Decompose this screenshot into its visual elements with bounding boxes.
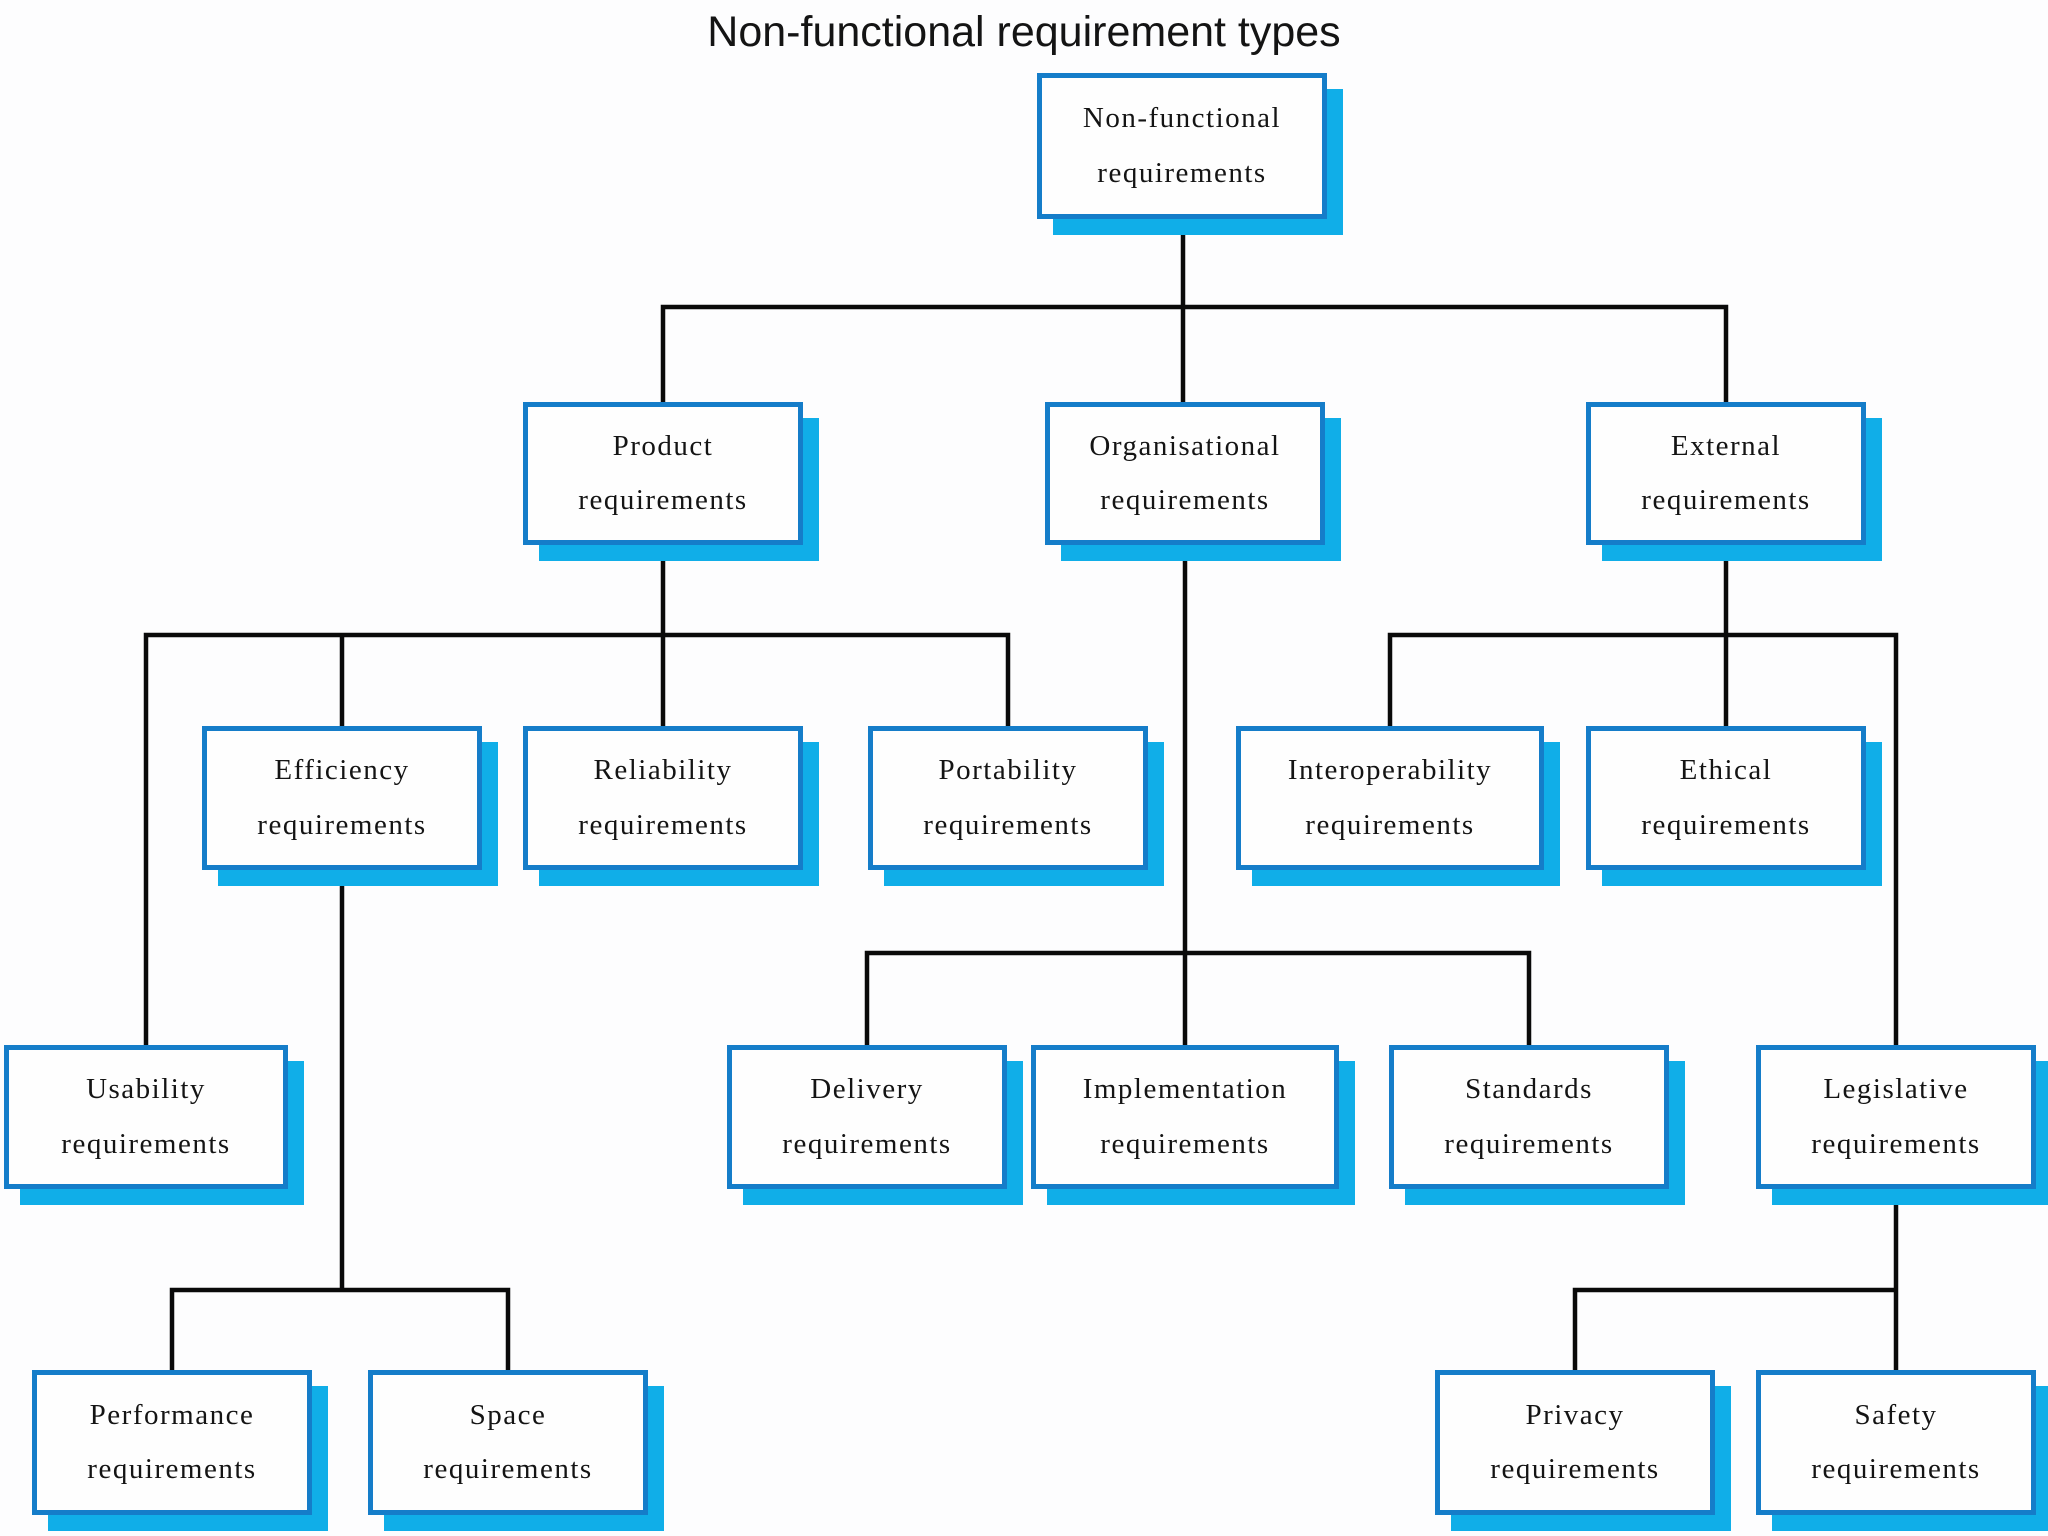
node-label: Usability [86, 1073, 206, 1106]
node-label: requirements [87, 1453, 257, 1486]
node-product-requirements: Product requirements [523, 402, 803, 545]
node-performance-requirements: Performance requirements [32, 1370, 312, 1515]
node-label: requirements [1100, 484, 1270, 516]
node-label: requirements [1305, 808, 1475, 841]
node-label: Reliability [593, 754, 733, 787]
node-label: requirements [257, 808, 427, 841]
node-legislative-requirements: Legislative requirements [1756, 1045, 2036, 1189]
node-label: Non-functional [1082, 102, 1282, 134]
node-label: Portability [938, 754, 1078, 787]
node-portability-requirements: Portability requirements [868, 726, 1148, 870]
diagram-title: Non-functional requirement types [707, 8, 1341, 56]
node-label: requirements [1641, 484, 1811, 516]
node-organisational-requirements: Organisational requirements [1045, 402, 1325, 545]
node-label: Delivery [810, 1073, 924, 1106]
node-label: Performance [89, 1398, 255, 1431]
node-label: Organisational [1089, 430, 1281, 462]
node-label: Implementation [1082, 1073, 1288, 1106]
node-delivery-requirements: Delivery requirements [727, 1045, 1007, 1189]
connector-root-children [660, 216, 1729, 405]
node-efficiency-requirements: Efficiency requirements [202, 726, 482, 870]
node-label: requirements [423, 1453, 593, 1486]
connector-external-children [1387, 542, 1899, 1048]
node-interoperability-requirements: Interoperability requirements [1236, 726, 1544, 870]
node-label: requirements [1811, 1127, 1981, 1160]
node-label: Safety [1854, 1398, 1938, 1431]
node-label: requirements [1100, 1127, 1270, 1160]
node-non-functional-requirements: Non-functional requirements [1037, 73, 1327, 219]
node-label: Interoperability [1287, 754, 1493, 787]
node-label: Efficiency [274, 754, 410, 787]
node-label: requirements [1490, 1453, 1660, 1486]
node-label: requirements [782, 1127, 952, 1160]
connector-organisational-children [864, 542, 1532, 1048]
node-space-requirements: Space requirements [368, 1370, 648, 1515]
node-label: requirements [1444, 1127, 1614, 1160]
node-privacy-requirements: Privacy requirements [1435, 1370, 1715, 1515]
node-label: External [1670, 430, 1782, 462]
node-label: requirements [1811, 1453, 1981, 1486]
connector-legislative-children [1572, 1186, 1899, 1373]
node-label: Ethical [1679, 754, 1773, 787]
node-label: requirements [1641, 808, 1811, 841]
node-label: Privacy [1525, 1398, 1625, 1431]
node-external-requirements: External requirements [1586, 402, 1866, 545]
node-label: requirements [578, 484, 748, 516]
node-label: Product [612, 430, 714, 462]
node-label: requirements [61, 1127, 231, 1160]
node-safety-requirements: Safety requirements [1756, 1370, 2036, 1515]
node-label: requirements [923, 808, 1093, 841]
node-usability-requirements: Usability requirements [4, 1045, 288, 1189]
connector-product-children [143, 542, 1011, 1048]
node-label: Legislative [1823, 1073, 1969, 1106]
node-label: requirements [1097, 157, 1267, 189]
connector-efficiency-children [169, 867, 511, 1373]
node-ethical-requirements: Ethical requirements [1586, 726, 1866, 870]
node-label: Standards [1465, 1073, 1593, 1106]
node-label: Space [469, 1398, 547, 1431]
node-label: requirements [578, 808, 748, 841]
node-standards-requirements: Standards requirements [1389, 1045, 1669, 1189]
node-implementation-requirements: Implementation requirements [1031, 1045, 1339, 1189]
node-reliability-requirements: Reliability requirements [523, 726, 803, 870]
